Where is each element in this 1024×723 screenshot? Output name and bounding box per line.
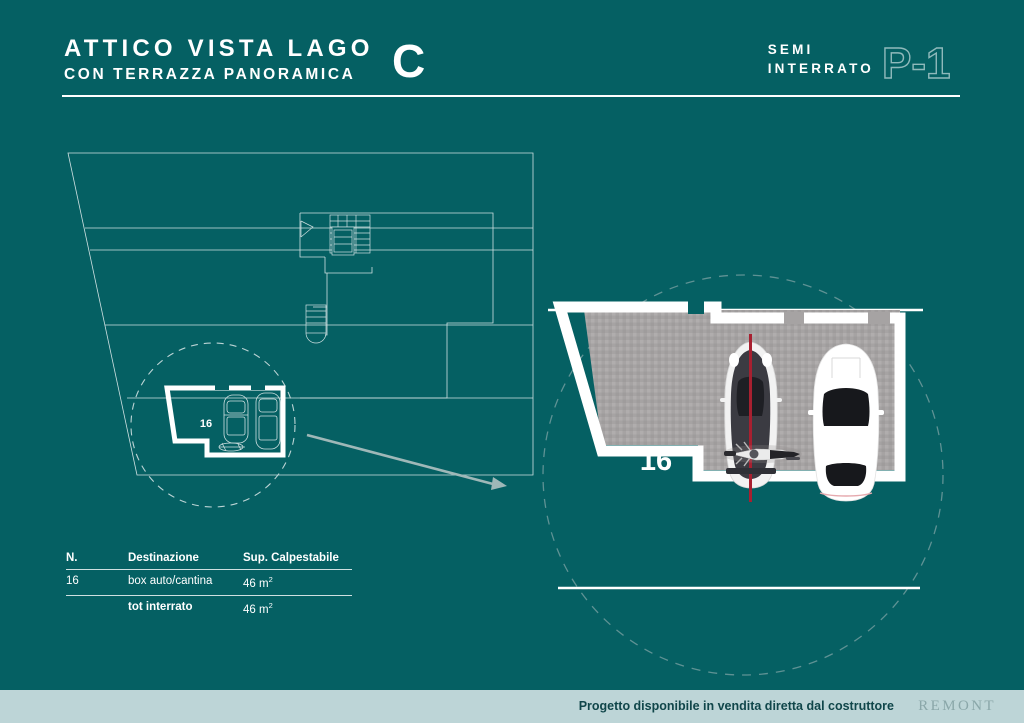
table-total-row: tot interrato 46 m2 bbox=[66, 595, 352, 620]
legend-table: N. Destinazione Sup. Calpestabile 16 box… bbox=[66, 552, 352, 621]
door-swing bbox=[300, 220, 314, 238]
wall-opening-3 bbox=[868, 312, 890, 324]
key-plan[interactable]: 16 bbox=[55, 145, 555, 515]
unit-type-badge: C bbox=[392, 35, 426, 87]
garage-unit-16: 16 bbox=[164, 385, 286, 458]
core-wall-b bbox=[324, 257, 373, 274]
wall-opening-1 bbox=[688, 300, 704, 314]
callout-circle bbox=[130, 342, 296, 508]
floor-badge-text: P-1 bbox=[882, 39, 950, 88]
floor-badge: P-1 bbox=[880, 36, 962, 88]
sedan-tail-trim bbox=[819, 492, 873, 497]
lift-shaft bbox=[331, 226, 355, 256]
motorcycle-outline bbox=[218, 442, 245, 452]
core-wall-a bbox=[299, 213, 325, 258]
cell-total-label: tot interrato bbox=[128, 600, 193, 613]
cell-total-spacer bbox=[66, 595, 128, 620]
sports-car-headlight-left bbox=[729, 353, 739, 367]
table-header-number: N. bbox=[66, 552, 78, 564]
garage-opening-2 bbox=[251, 385, 265, 390]
garage-number-label: 16 bbox=[200, 418, 212, 430]
cell-destination: box auto/cantina bbox=[128, 575, 213, 587]
sedan-hood-lines bbox=[831, 357, 861, 378]
floor-label-line2: INTERRATO bbox=[767, 61, 874, 76]
motorcycle-exhaust bbox=[786, 457, 800, 460]
floor-label-line1: SEMI bbox=[767, 42, 814, 57]
lower-stair bbox=[305, 304, 327, 344]
stair-core bbox=[329, 214, 371, 256]
sedan-car bbox=[808, 343, 884, 502]
table-row: 16 box auto/cantina 46 m2 bbox=[66, 570, 352, 596]
floor-label: SEMI INTERRATO bbox=[768, 40, 874, 78]
garage-opening-1 bbox=[215, 385, 229, 390]
sedan-mirror-right bbox=[875, 410, 884, 415]
cell-total-area-value: 46 m bbox=[243, 603, 269, 616]
table-header-row: N. Destinazione Sup. Calpestabile bbox=[66, 552, 352, 570]
garage-wall-outline bbox=[552, 301, 906, 482]
sports-car-rear-wing bbox=[726, 468, 776, 474]
wall-opening-2 bbox=[784, 312, 804, 324]
sedan-mirror-left bbox=[808, 410, 817, 415]
table-header-area: Sup. Calpestabile bbox=[243, 552, 339, 564]
site-boundary bbox=[67, 152, 534, 476]
cell-area-unit: 2 bbox=[268, 575, 273, 584]
detail-view[interactable]: 16 bbox=[528, 270, 968, 680]
motorcycle-front-wheel bbox=[724, 451, 736, 456]
car-outline-1 bbox=[223, 394, 249, 444]
sports-car-mirror-left bbox=[720, 398, 728, 402]
sports-car bbox=[720, 334, 782, 502]
table-header-destination: Destinazione bbox=[128, 552, 199, 564]
page-footer: Progetto disponibile in vendita diretta … bbox=[0, 690, 1024, 723]
cell-number: 16 bbox=[66, 575, 79, 587]
sedan-rear-window bbox=[825, 463, 867, 486]
detail-callout-circle bbox=[542, 274, 944, 676]
brand-logo: REMONT bbox=[918, 698, 996, 714]
page-header: ATTICO VISTA LAGO CON TERRAZZA PANORAMIC… bbox=[0, 0, 1024, 100]
cell-total-area: 46 m2 bbox=[243, 595, 352, 620]
sedan-windshield bbox=[822, 388, 870, 426]
inner-block-outline bbox=[300, 212, 494, 399]
building-outline bbox=[67, 152, 534, 476]
garage-walls bbox=[164, 385, 286, 458]
cell-total-area-unit: 2 bbox=[268, 600, 273, 610]
motorcycle bbox=[722, 441, 802, 467]
detail-unit-number: 16 bbox=[640, 445, 672, 477]
detail-connector-arrow bbox=[306, 433, 507, 490]
header-divider bbox=[62, 95, 960, 97]
car-outline-2 bbox=[255, 392, 281, 450]
footer-note: Progetto disponibile in vendita diretta … bbox=[578, 699, 894, 713]
sports-car-headlight-right bbox=[762, 353, 772, 367]
cell-area: 46 m2 bbox=[243, 570, 352, 596]
motorcycle-engine bbox=[749, 449, 759, 459]
motorcycle-handlebars bbox=[735, 441, 751, 467]
title-block: ATTICO VISTA LAGO CON TERRAZZA PANORAMIC… bbox=[64, 36, 374, 84]
lift-cab bbox=[333, 229, 353, 253]
page-subtitle: CON TERRAZZA PANORAMICA bbox=[64, 66, 356, 83]
cell-area-value: 46 m bbox=[243, 577, 269, 590]
sports-car-mirror-right bbox=[774, 398, 782, 402]
sports-car-stripe bbox=[749, 334, 752, 502]
page-title: ATTICO VISTA LAGO bbox=[64, 35, 374, 62]
motorcycle-seat bbox=[770, 450, 800, 459]
